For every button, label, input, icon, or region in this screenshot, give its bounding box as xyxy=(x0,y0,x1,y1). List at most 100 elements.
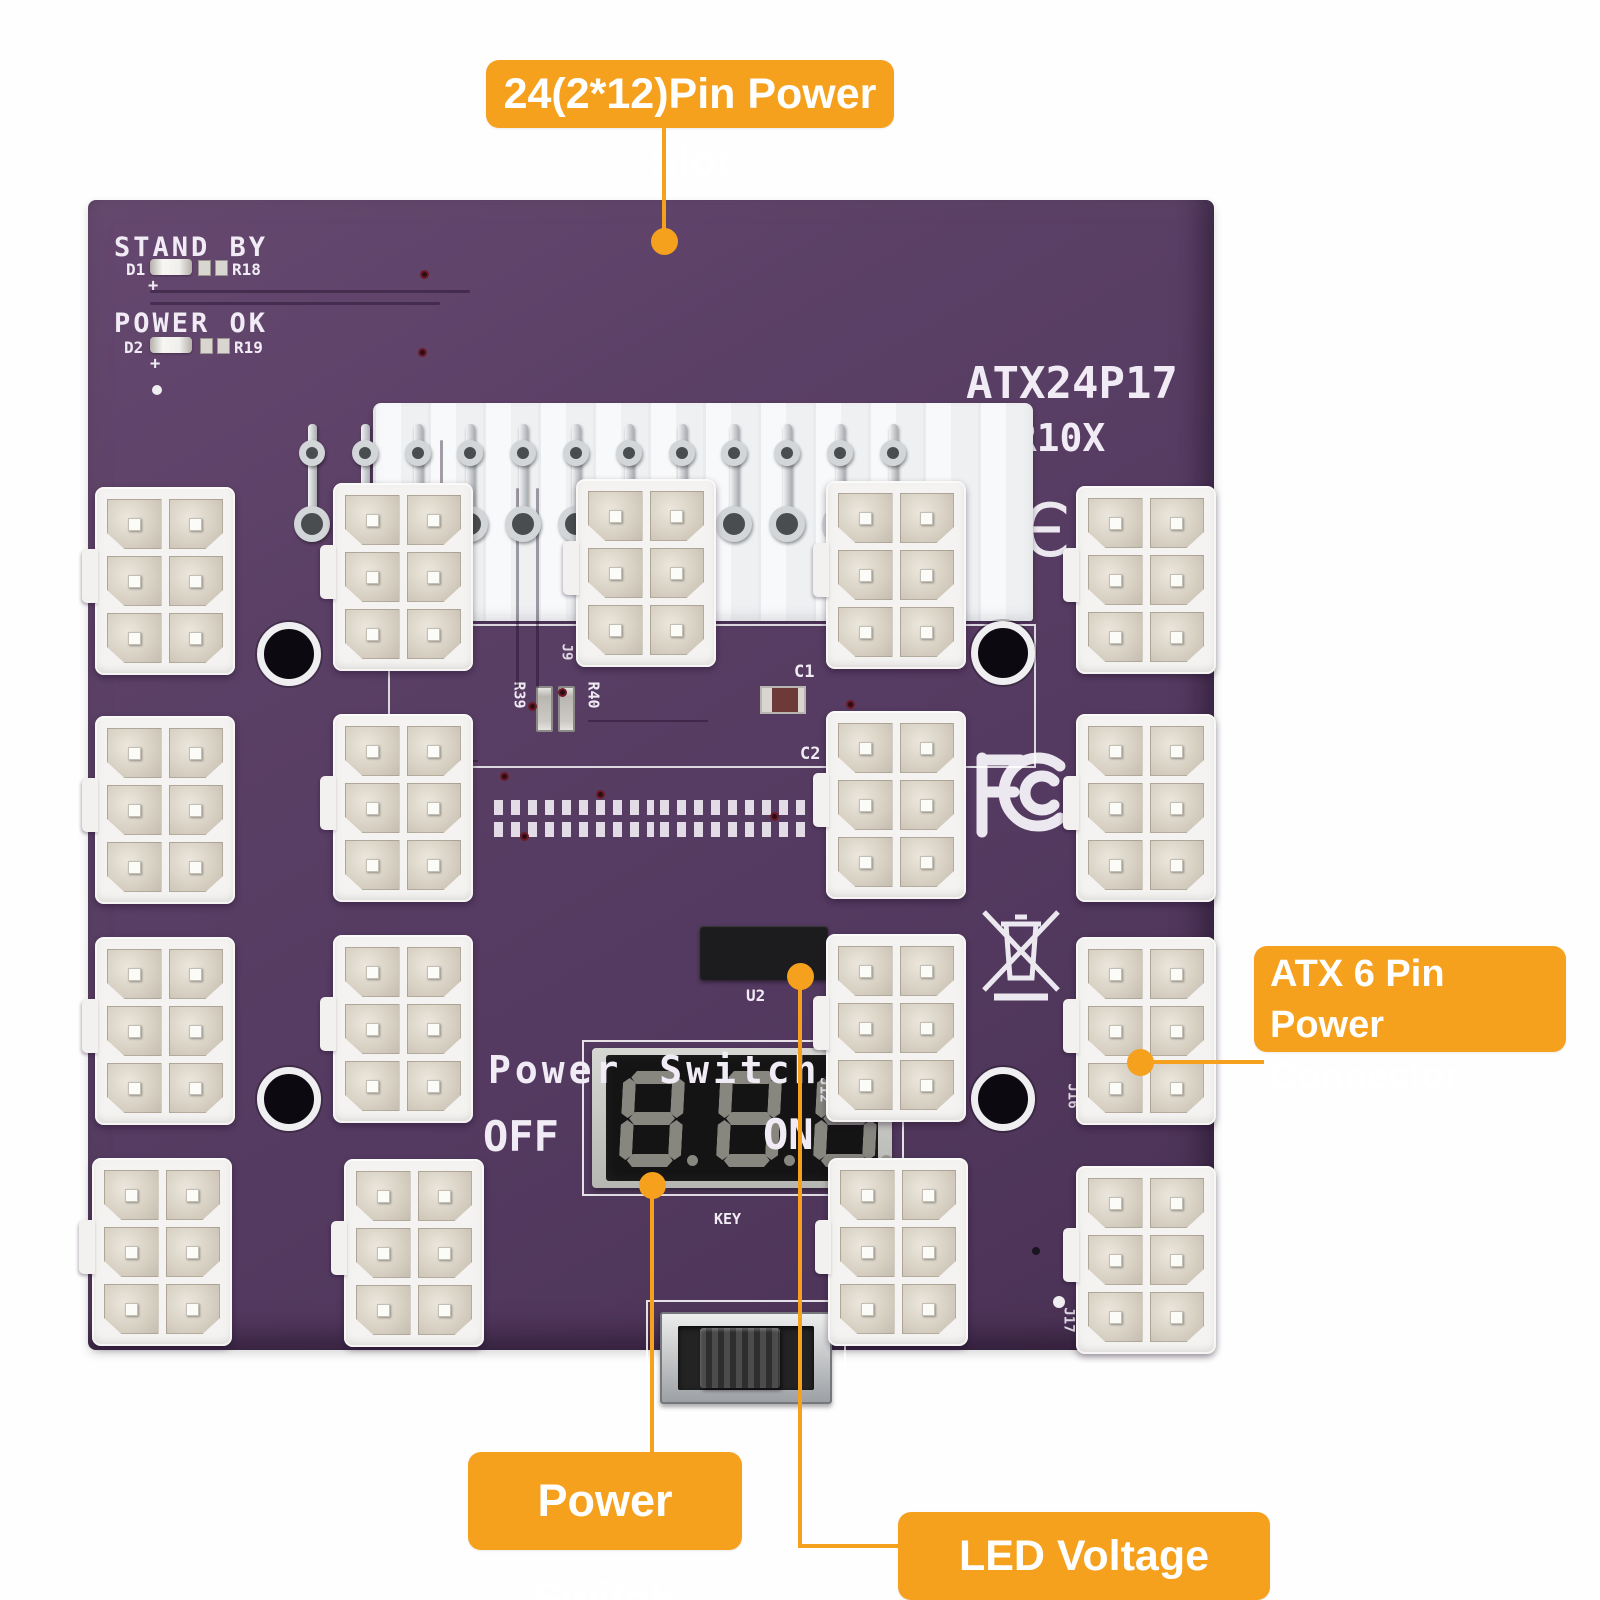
six-pin-connector xyxy=(1063,714,1216,902)
connector-latch-tab xyxy=(320,545,336,599)
connector-socket xyxy=(1149,783,1204,833)
power-slot-pin xyxy=(888,424,898,526)
connector-socket xyxy=(345,609,400,659)
connector-pin-hole xyxy=(427,1022,441,1036)
d1-label: D1 xyxy=(126,260,146,279)
connector-pin-hole xyxy=(1170,1310,1184,1324)
connector-pin-hole xyxy=(922,1302,936,1316)
connector-latch-tab xyxy=(813,996,829,1050)
connector-socket xyxy=(165,1170,220,1220)
connector-pin-hole xyxy=(1108,801,1122,815)
power-ok-led xyxy=(150,337,192,353)
connector-socket xyxy=(1088,498,1143,548)
connector-pin-hole xyxy=(189,803,203,817)
connector-latch-tab xyxy=(82,778,98,832)
connector-socket xyxy=(1088,783,1143,833)
connector-pin-hole xyxy=(1108,630,1122,644)
segment xyxy=(862,1120,877,1160)
mounting-hole xyxy=(971,1067,1035,1131)
component-footprints xyxy=(660,800,810,815)
connector-pin-hole xyxy=(427,513,441,527)
solder-pad xyxy=(668,440,695,466)
board-model: ATX24P17 xyxy=(966,358,1178,409)
connector-socket xyxy=(1088,555,1143,605)
connector-socket xyxy=(1088,612,1143,662)
connector-socket xyxy=(107,785,162,835)
connector-socket xyxy=(588,548,643,598)
connector-pin-hole xyxy=(858,855,872,869)
decimal-point xyxy=(784,1155,795,1166)
connector-socket xyxy=(901,1170,956,1220)
connector-socket xyxy=(107,842,162,892)
connector-pin-hole xyxy=(670,509,684,523)
pcb-board: STAND BY D1 R18 + POWER OK D2 R19 + ATX2… xyxy=(79,200,1216,1406)
leader-line xyxy=(650,1198,654,1454)
connector-socket xyxy=(838,837,893,887)
connector-socket xyxy=(165,1227,220,1277)
connector-socket xyxy=(1149,840,1204,890)
six-pin-connector xyxy=(815,1158,968,1346)
connector-pin-hole xyxy=(1108,1253,1122,1267)
plus-mark: + xyxy=(150,354,161,374)
connector-pin-hole xyxy=(127,631,141,645)
pcb-trace xyxy=(440,440,443,488)
six-pin-connector xyxy=(82,716,235,904)
connector-socket xyxy=(649,605,704,655)
solder-pad xyxy=(505,506,542,542)
smd-resistor xyxy=(198,260,211,276)
six-pin-connector xyxy=(320,935,473,1123)
connector-pin-hole xyxy=(124,1302,138,1316)
connector-socket xyxy=(1088,840,1143,890)
segment xyxy=(668,1120,683,1160)
solder-pad xyxy=(716,506,753,542)
solder-pad xyxy=(879,440,906,466)
drill-dot xyxy=(152,385,162,395)
connector-socket xyxy=(899,837,954,887)
connector-socket xyxy=(899,780,954,830)
connector-socket xyxy=(356,1285,411,1335)
via xyxy=(558,688,567,697)
segment xyxy=(716,1120,731,1160)
solder-pad xyxy=(615,440,642,466)
j9-label: J9 xyxy=(558,643,575,661)
solder-pad xyxy=(510,440,537,466)
connector-pin-hole xyxy=(127,746,141,760)
connector-socket xyxy=(168,785,223,835)
connector-socket xyxy=(899,550,954,600)
connector-pin-hole xyxy=(1170,744,1184,758)
connector-pin-hole xyxy=(124,1188,138,1202)
solder-pad xyxy=(563,440,589,466)
power-slot-pin xyxy=(624,424,634,518)
connector-socket xyxy=(838,607,893,657)
via xyxy=(420,270,429,279)
connector-socket xyxy=(345,947,400,997)
switch-silkscreen xyxy=(646,1300,846,1406)
segment xyxy=(619,1120,634,1160)
connector-latch-tab xyxy=(1063,776,1079,830)
connector-pin-hole xyxy=(858,625,872,639)
connector-socket xyxy=(107,1063,162,1113)
resistor-r39 xyxy=(536,686,553,732)
connector-pin-hole xyxy=(860,1188,874,1202)
connector-pin-hole xyxy=(1170,858,1184,872)
connector-socket xyxy=(649,548,704,598)
connector-pin-hole xyxy=(365,965,379,979)
component-footprints xyxy=(660,822,810,837)
connector-socket xyxy=(1088,1292,1143,1342)
connector-pin-hole xyxy=(365,801,379,815)
connector-socket xyxy=(406,1004,461,1054)
connector-pin-hole xyxy=(858,964,872,978)
connector-socket xyxy=(1149,1006,1204,1056)
mounting-hole xyxy=(257,1067,321,1131)
segment xyxy=(626,1154,673,1167)
connector-pin-hole xyxy=(860,1245,874,1259)
connector-latch-tab xyxy=(813,543,829,597)
connector-pin-hole xyxy=(1170,801,1184,815)
connector-pin-hole xyxy=(922,1245,936,1259)
connector-pin-hole xyxy=(127,803,141,817)
via xyxy=(520,832,529,841)
six-pin-connector xyxy=(563,479,716,667)
u2-label: U2 xyxy=(746,986,766,1005)
connector-pin-hole xyxy=(608,509,622,523)
